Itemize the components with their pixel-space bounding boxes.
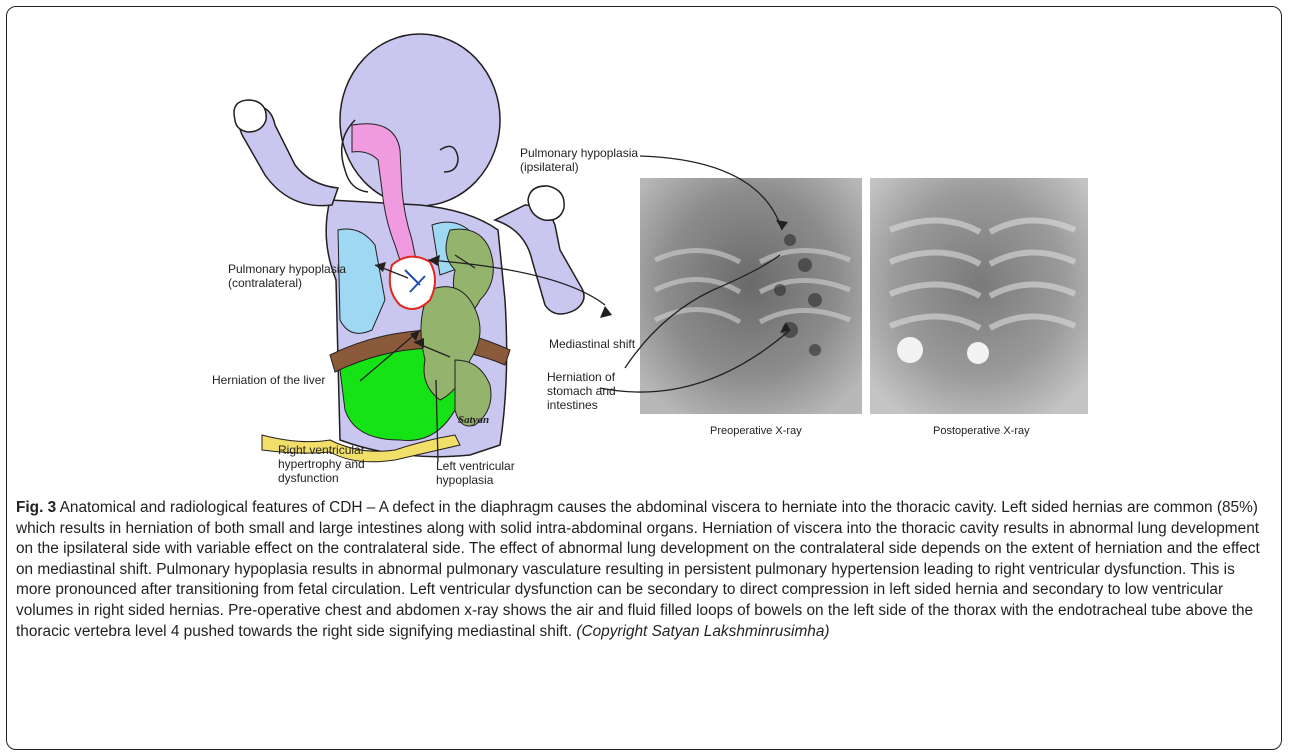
label-pulmonary-hypoplasia-contralateral: Pulmonary hypoplasia (contralateral) — [228, 262, 346, 290]
copyright-text: (Copyright Satyan Lakshminrusimha) — [576, 623, 829, 640]
signature: Satyan — [458, 414, 489, 426]
cdh-illustration: Satyan — [0, 0, 1290, 500]
label-herniation-liver: Herniation of the liver — [212, 373, 325, 387]
caption-postoperative-xray: Postoperative X-ray — [933, 425, 1030, 437]
heart — [390, 257, 435, 309]
figure-caption: Fig. 3 Anatomical and radiological featu… — [16, 498, 1274, 642]
label-herniation-stomach: Herniation of stomach and intestines — [547, 370, 616, 412]
figure-number: Fig. 3 — [16, 499, 56, 516]
label-left-ventricular: Left ventricular hypoplasia — [436, 459, 515, 487]
label-mediastinal-shift: Mediastinal shift — [549, 337, 635, 351]
caption-text: Anatomical and radiological features of … — [16, 499, 1260, 640]
preoperative-xray — [640, 178, 862, 414]
label-pulmonary-hypoplasia-ipsilateral: Pulmonary hypoplasia (ipsilateral) — [520, 146, 638, 174]
caption-preoperative-xray: Preoperative X-ray — [710, 425, 802, 437]
label-right-ventricular: Right ventricular hypertrophy and dysfun… — [278, 443, 365, 485]
